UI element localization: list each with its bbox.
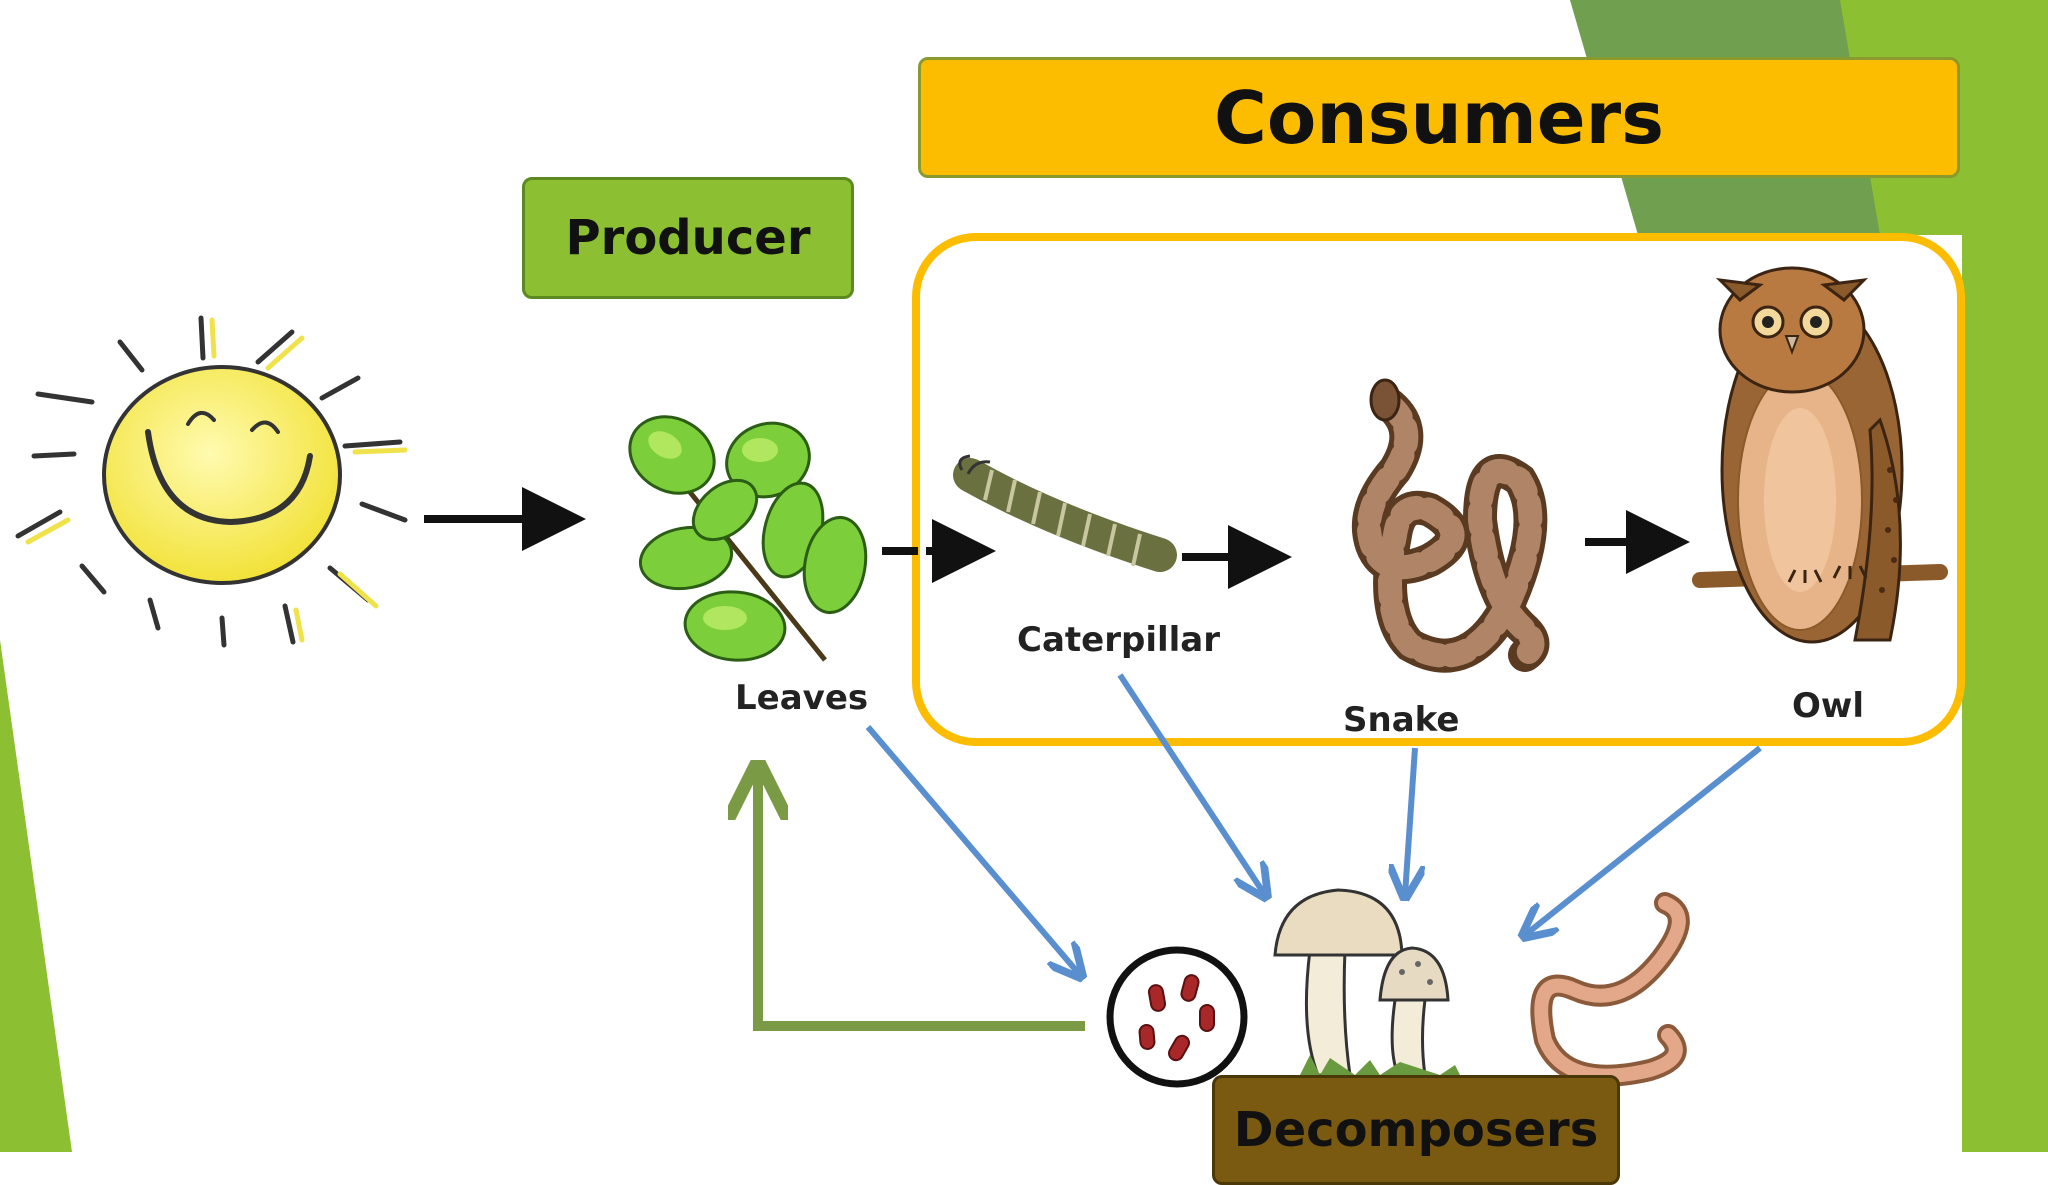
owl-label: Owl <box>1792 686 1864 726</box>
sun-icon <box>15 315 408 648</box>
consumers-title-text: Consumers <box>1214 75 1664 160</box>
leaves-label: Leaves <box>735 678 869 718</box>
consumers-title: Consumers <box>918 57 1960 178</box>
decay-arrow-owl <box>1525 745 1762 935</box>
consumers-frame <box>912 233 1965 746</box>
bacteria-icon <box>1106 946 1248 1088</box>
snake-label: Snake <box>1343 700 1460 740</box>
producer-label-box: Producer <box>522 177 854 299</box>
worm-icon <box>1530 892 1690 1087</box>
accent-shape-left-edge <box>0 640 72 1152</box>
decomposers-label-box: Decomposers <box>1212 1075 1620 1185</box>
leaves-icon <box>628 415 868 662</box>
mushroom-icon <box>1273 888 1460 1077</box>
decay-arrow-caterpillar <box>1117 673 1265 895</box>
snake-icon <box>1352 378 1550 673</box>
decay-arrow-snake <box>1405 747 1415 895</box>
decay-arrow-leaves <box>865 725 1080 975</box>
accent-shape-right-strip <box>1962 230 2012 1152</box>
owl-icon <box>1692 266 1948 644</box>
caterpillar-icon <box>953 454 1177 572</box>
caterpillar-label: Caterpillar <box>1017 620 1220 660</box>
decomposers-label-text: Decomposers <box>1233 1102 1599 1158</box>
nutrient-arrow-decomposers-leaves <box>758 770 1085 1031</box>
producer-label-text: Producer <box>565 210 811 266</box>
food-chain-diagram <box>15 233 1965 1088</box>
